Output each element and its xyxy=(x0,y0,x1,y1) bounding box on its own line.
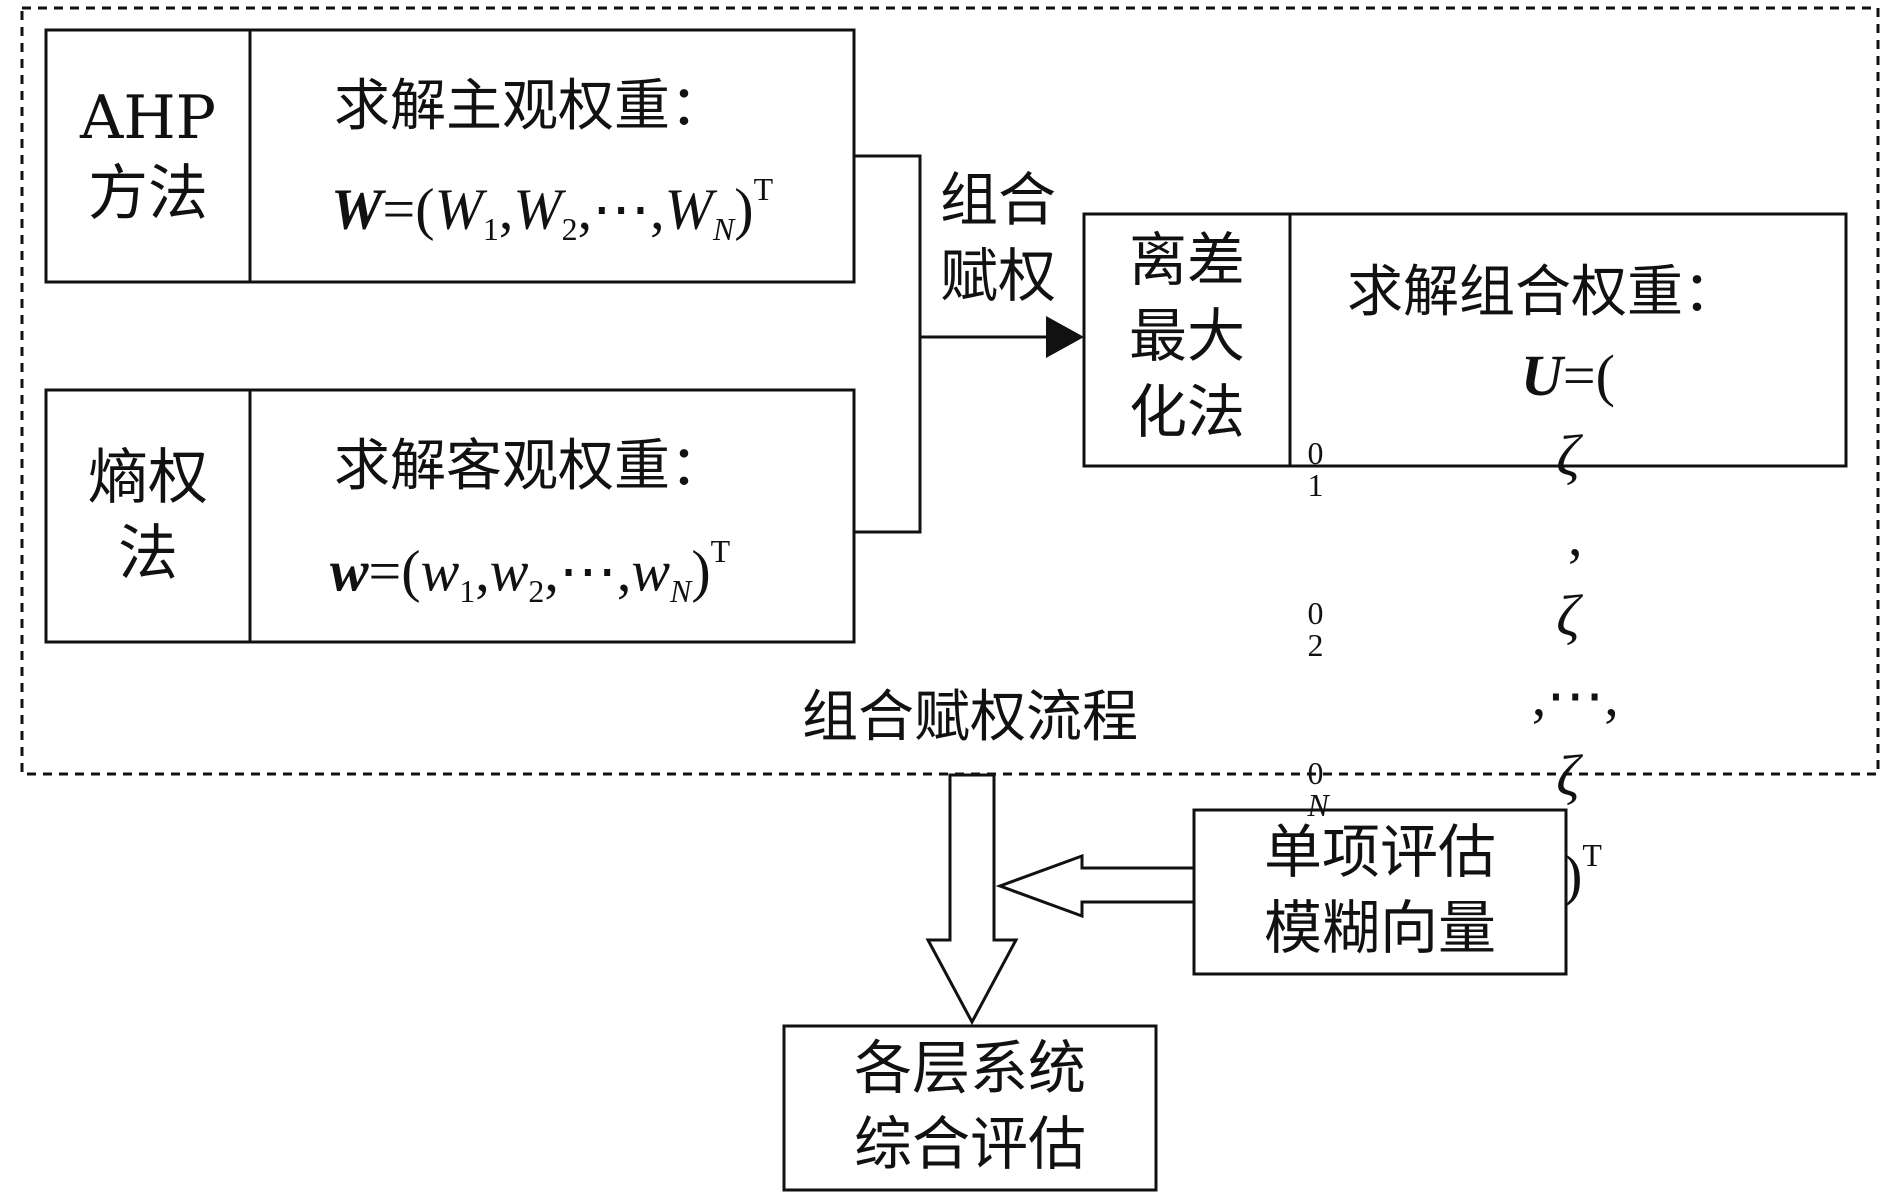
ahp-method-line-1: AHP xyxy=(79,83,217,153)
ahp-box xyxy=(44,28,856,284)
connector-bracket xyxy=(854,154,922,534)
deviation-title: 求解组合权重： xyxy=(1347,260,1739,325)
entropy-method-line-2: 法 xyxy=(118,519,178,589)
combine-arrow-head xyxy=(1046,316,1084,358)
comprehensive-eval-line-1: 各层系统 xyxy=(853,1034,1086,1102)
ahp-title: 求解主观权重： xyxy=(334,74,726,139)
fuzzy-vector-box xyxy=(1192,808,1568,976)
entropy-title: 求解客观权重： xyxy=(334,434,726,499)
fuzzy-vector-line-2: 模糊向量 xyxy=(1263,894,1496,962)
deviation-method-line-1: 离差 xyxy=(1128,226,1245,294)
frame-caption: 组合赋权流程 xyxy=(802,685,1138,750)
deviation-box xyxy=(1082,212,1848,468)
deviation-formula-vector: U xyxy=(1521,343,1563,408)
ahp-method-label: AHP 方法 xyxy=(46,80,250,232)
entropy-method-line-1: 熵权 xyxy=(88,443,208,513)
ahp-formula: W=(W1,W2,⋯,WN)T xyxy=(330,172,774,247)
fuzzy-vector-label: 单项评估 模糊向量 xyxy=(1194,814,1566,966)
combine-weighting-label: 组合 赋权 xyxy=(928,162,1068,314)
entropy-method-label: 熵权 法 xyxy=(46,440,250,592)
entropy-formula: w=(w1,w2,⋯,wN)T xyxy=(329,534,731,609)
deviation-method-line-2: 最大 xyxy=(1128,302,1245,370)
entropy-box xyxy=(44,388,856,644)
combine-weighting-line-1: 组合 xyxy=(939,166,1056,234)
deviation-method-label: 离差 最大 化法 xyxy=(1084,222,1290,450)
hollow-left-arrow xyxy=(995,853,1196,919)
combined-weighting-frame xyxy=(20,6,1880,776)
ahp-method-line-2: 方法 xyxy=(88,159,208,229)
ahp-formula-vector: W xyxy=(330,176,383,242)
fuzzy-vector-line-1: 单项评估 xyxy=(1263,818,1496,886)
comprehensive-eval-box xyxy=(782,1024,1158,1192)
hollow-down-arrow xyxy=(925,773,1019,1026)
comprehensive-eval-label: 各层系统 综合评估 xyxy=(784,1030,1156,1182)
entropy-formula-vector: w xyxy=(329,538,369,604)
comprehensive-eval-line-2: 综合评估 xyxy=(853,1110,1086,1178)
deviation-method-line-3: 化法 xyxy=(1128,378,1245,446)
combine-weighting-line-2: 赋权 xyxy=(939,242,1056,310)
